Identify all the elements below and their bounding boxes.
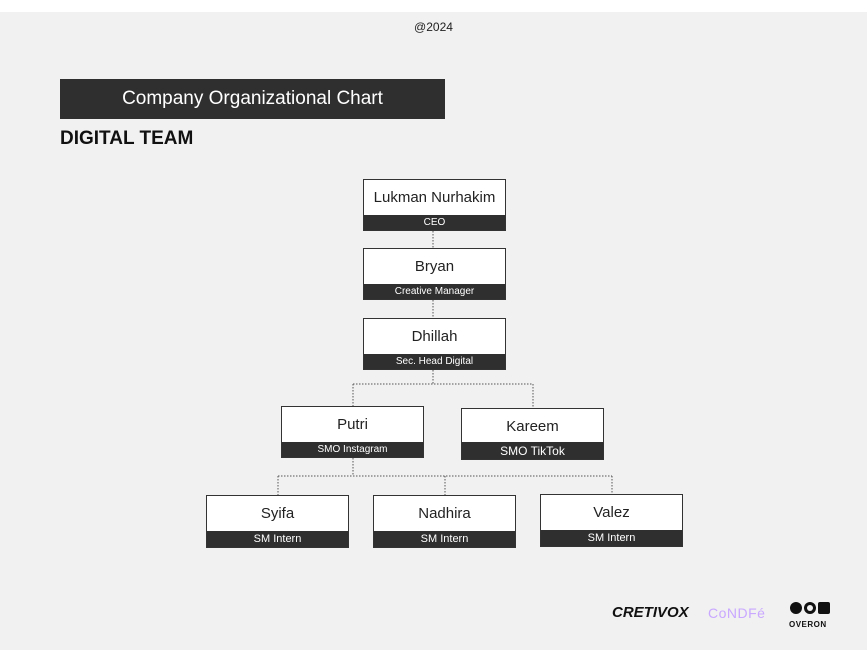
org-node-dhillah: Dhillah Sec. Head Digital — [363, 318, 506, 370]
org-node-name: Kareem — [506, 417, 559, 435]
cretivox-logo: CRETIVOX — [612, 604, 689, 621]
org-node-role: SMO TikTok — [462, 442, 603, 459]
org-node-name: Valez — [593, 503, 630, 521]
overon-wordmark: OVERON — [789, 620, 827, 629]
org-node-role: SM Intern — [541, 530, 682, 546]
org-node-name: Syifa — [260, 504, 295, 522]
org-node-role: Sec. Head Digital — [364, 354, 505, 369]
org-node-name: Bryan — [414, 257, 455, 275]
year-label: @2024 — [414, 20, 453, 34]
org-node-role: SM Intern — [374, 531, 515, 547]
org-node-lukman: Lukman Nurhakim CEO — [363, 179, 506, 231]
org-node-role: SM Intern — [207, 531, 348, 547]
org-node-role: Creative Manager — [364, 284, 505, 299]
overon-mark-icon — [790, 602, 830, 614]
org-node-role: CEO — [364, 215, 505, 230]
org-node-name: Lukman Nurhakim — [373, 188, 496, 206]
org-node-name: Putri — [337, 415, 368, 433]
org-node-kareem: Kareem SMO TikTok — [461, 408, 604, 460]
org-node-syifa: Syifa SM Intern — [206, 495, 349, 548]
org-node-valez: Valez SM Intern — [540, 494, 683, 547]
org-node-nadhira: Nadhira SM Intern — [373, 495, 516, 548]
org-node-name: Dhillah — [411, 327, 458, 345]
confe-logo: CoNDFé — [708, 605, 766, 621]
org-node-name: Nadhira — [418, 504, 471, 522]
org-node-role: SMO Instagram — [282, 442, 423, 457]
overon-logo: OVERON — [789, 601, 839, 629]
org-node-putri: Putri SMO Instagram — [281, 406, 424, 458]
chart-title: Company Organizational Chart — [60, 79, 445, 119]
org-node-bryan: Bryan Creative Manager — [363, 248, 506, 300]
team-heading: DIGITAL TEAM — [60, 128, 194, 149]
